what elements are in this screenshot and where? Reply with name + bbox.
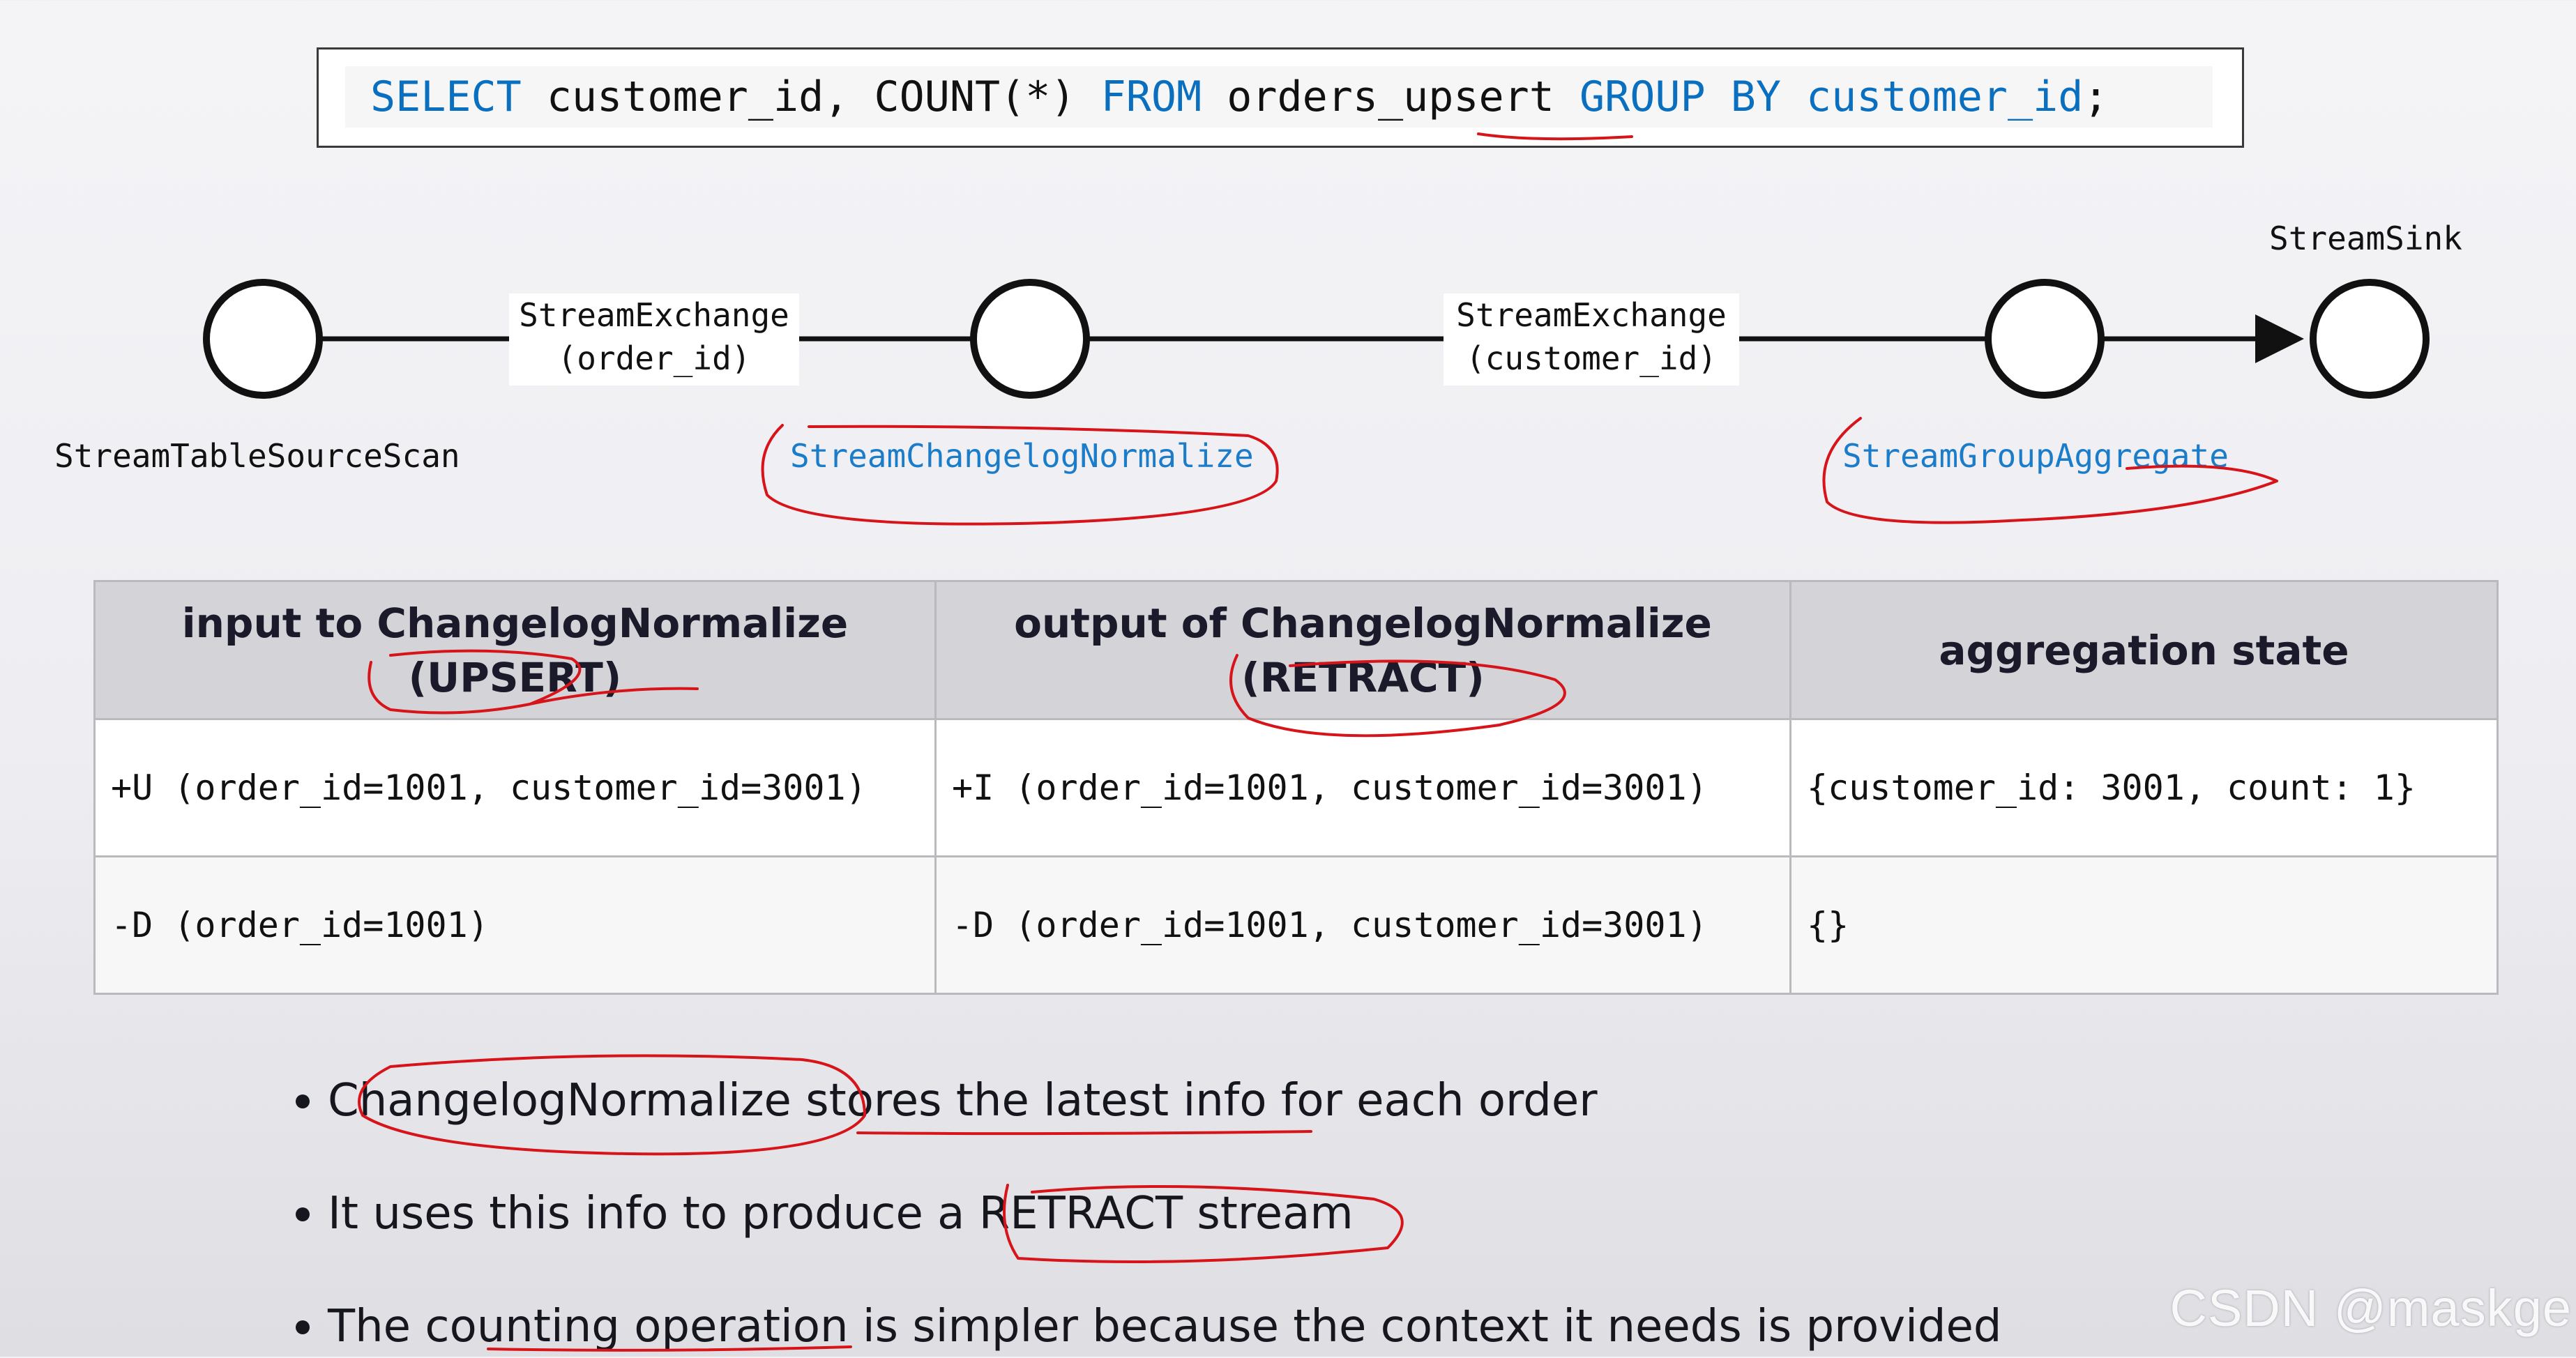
bullet-item: ChangelogNormalize stores the latest inf… <box>296 1069 1598 1132</box>
bullet-item: It uses this info to produce a RETRACT s… <box>296 1182 1354 1245</box>
table-cell: {} <box>1789 855 2499 995</box>
group-aggregate-label: StreamGroupAggregate <box>1842 437 2229 475</box>
watermark: CSDN @maskge <box>2169 1279 2572 1337</box>
table-cell: -D (order_id=1001) <box>93 855 937 995</box>
changelog-table: input to ChangelogNormalize (UPSERT) out… <box>93 580 2499 995</box>
bullet-dot <box>296 1207 310 1221</box>
header-aggregation-state: aggregation state <box>1789 580 2499 720</box>
header-output-retract: output of ChangelogNormalize (RETRACT) <box>934 580 1791 720</box>
exchange-customer-id-label: StreamExchange (customer_id) <box>1444 293 1739 386</box>
header-input-upsert: input to ChangelogNormalize (UPSERT) <box>93 580 937 720</box>
node-group-aggregate <box>1985 279 2105 399</box>
table-cell: +U (order_id=1001, customer_id=3001) <box>93 718 937 857</box>
node-source-scan <box>203 279 323 399</box>
sql-query-text: SELECT customer_id, COUNT(*) FROM orders… <box>345 66 2213 128</box>
node-changelog-normalize <box>970 279 1090 399</box>
table-header-row: input to ChangelogNormalize (UPSERT) out… <box>93 580 2499 720</box>
stream-sink-label: StreamSink <box>2269 220 2462 257</box>
changelog-normalize-label: StreamChangelogNormalize <box>790 437 1254 475</box>
sql-query-box: SELECT customer_id, COUNT(*) FROM orders… <box>317 47 2244 148</box>
table-row: +U (order_id=1001, customer_id=3001) +I … <box>93 718 2499 857</box>
bullet-item: The counting operation is simpler becaus… <box>296 1295 2002 1358</box>
exchange-order-id-label: StreamExchange (order_id) <box>509 293 799 386</box>
sql-keyword-group-by: GROUP BY <box>1579 73 1781 121</box>
sql-terminator: ; <box>2083 73 2109 121</box>
sql-keyword-select: SELECT <box>370 73 522 121</box>
sql-table-name: orders_upsert <box>1202 73 1579 121</box>
sql-columns: customer_id, COUNT(*) <box>521 73 1101 121</box>
sql-keyword-from: FROM <box>1100 73 1202 121</box>
bullet-dot <box>296 1320 310 1334</box>
sql-group-column: customer_id <box>1780 73 2084 121</box>
source-scan-label: StreamTableSourceScan <box>54 437 460 475</box>
node-stream-sink <box>2310 279 2430 399</box>
table-row: -D (order_id=1001) -D (order_id=1001, cu… <box>93 855 2499 995</box>
bullet-dot <box>296 1094 310 1108</box>
table-cell: +I (order_id=1001, customer_id=3001) <box>934 718 1791 857</box>
table-cell: -D (order_id=1001, customer_id=3001) <box>934 855 1791 995</box>
table-cell: {customer_id: 3001, count: 1} <box>1789 718 2499 857</box>
